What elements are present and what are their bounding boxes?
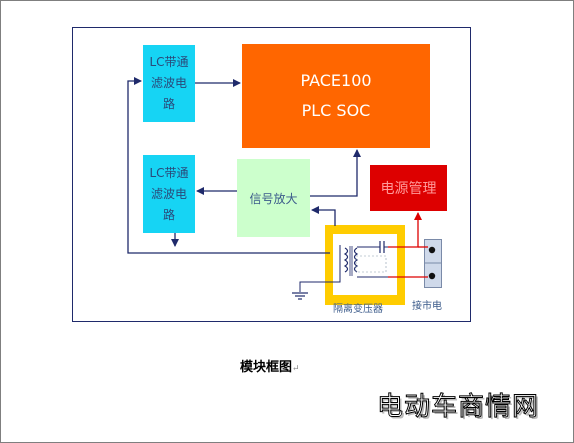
plc-soc-line-2: PLC SOC: [301, 101, 371, 120]
wire-loop-to-lc-top: [127, 77, 330, 254]
power-management-label: 电源管理: [380, 181, 437, 197]
wire-to-power: [388, 212, 422, 248]
signal-amplifier-block: 信号放大: [237, 159, 310, 237]
capacitor-icon: [379, 241, 388, 253]
lc-filter-bottom-line-1: LC带通: [149, 165, 189, 180]
terminal-dot-bottom: [428, 272, 436, 280]
wire-amp-to-soc: [310, 149, 361, 197]
transformer-label: 隔离变压器: [333, 304, 383, 315]
watermark: 电动车商情网: [376, 392, 540, 423]
lc-filter-top-block: LC带通 滤波电 路: [143, 45, 195, 122]
caption-text: 模块框图: [240, 360, 293, 375]
lc-filter-bottom-block: LC带通 滤波电 路: [143, 155, 195, 233]
terminal-dot-top: [428, 246, 436, 254]
signal-amplifier-label: 信号放大: [249, 191, 298, 206]
lc-filter-top-line-2: 滤波电: [150, 76, 187, 90]
lc-filter-bottom-line-3: 路: [162, 207, 175, 222]
transformer-coil-icon: [332, 245, 388, 283]
transformer-schematic-area: [333, 234, 397, 295]
power-management-block: 电源管理: [370, 165, 447, 211]
figure-caption: 模块框图↵: [240, 356, 300, 375]
lc-filter-top-line-1: LC带通: [149, 55, 189, 69]
lc-filter-top-line-3: 路: [162, 97, 175, 111]
mains-label: 接市电: [412, 301, 442, 312]
ground-icon: [292, 281, 332, 300]
plc-soc-line-1: PACE100: [300, 71, 372, 90]
wire-xfmr-to-amp: [311, 206, 336, 226]
isolation-transformer-block: [325, 225, 405, 305]
paragraph-mark-icon: ↵: [292, 364, 300, 374]
lc-filter-bottom-line-2: 滤波电: [150, 186, 187, 201]
plc-soc-block: PACE100 PLC SOC: [242, 44, 430, 148]
